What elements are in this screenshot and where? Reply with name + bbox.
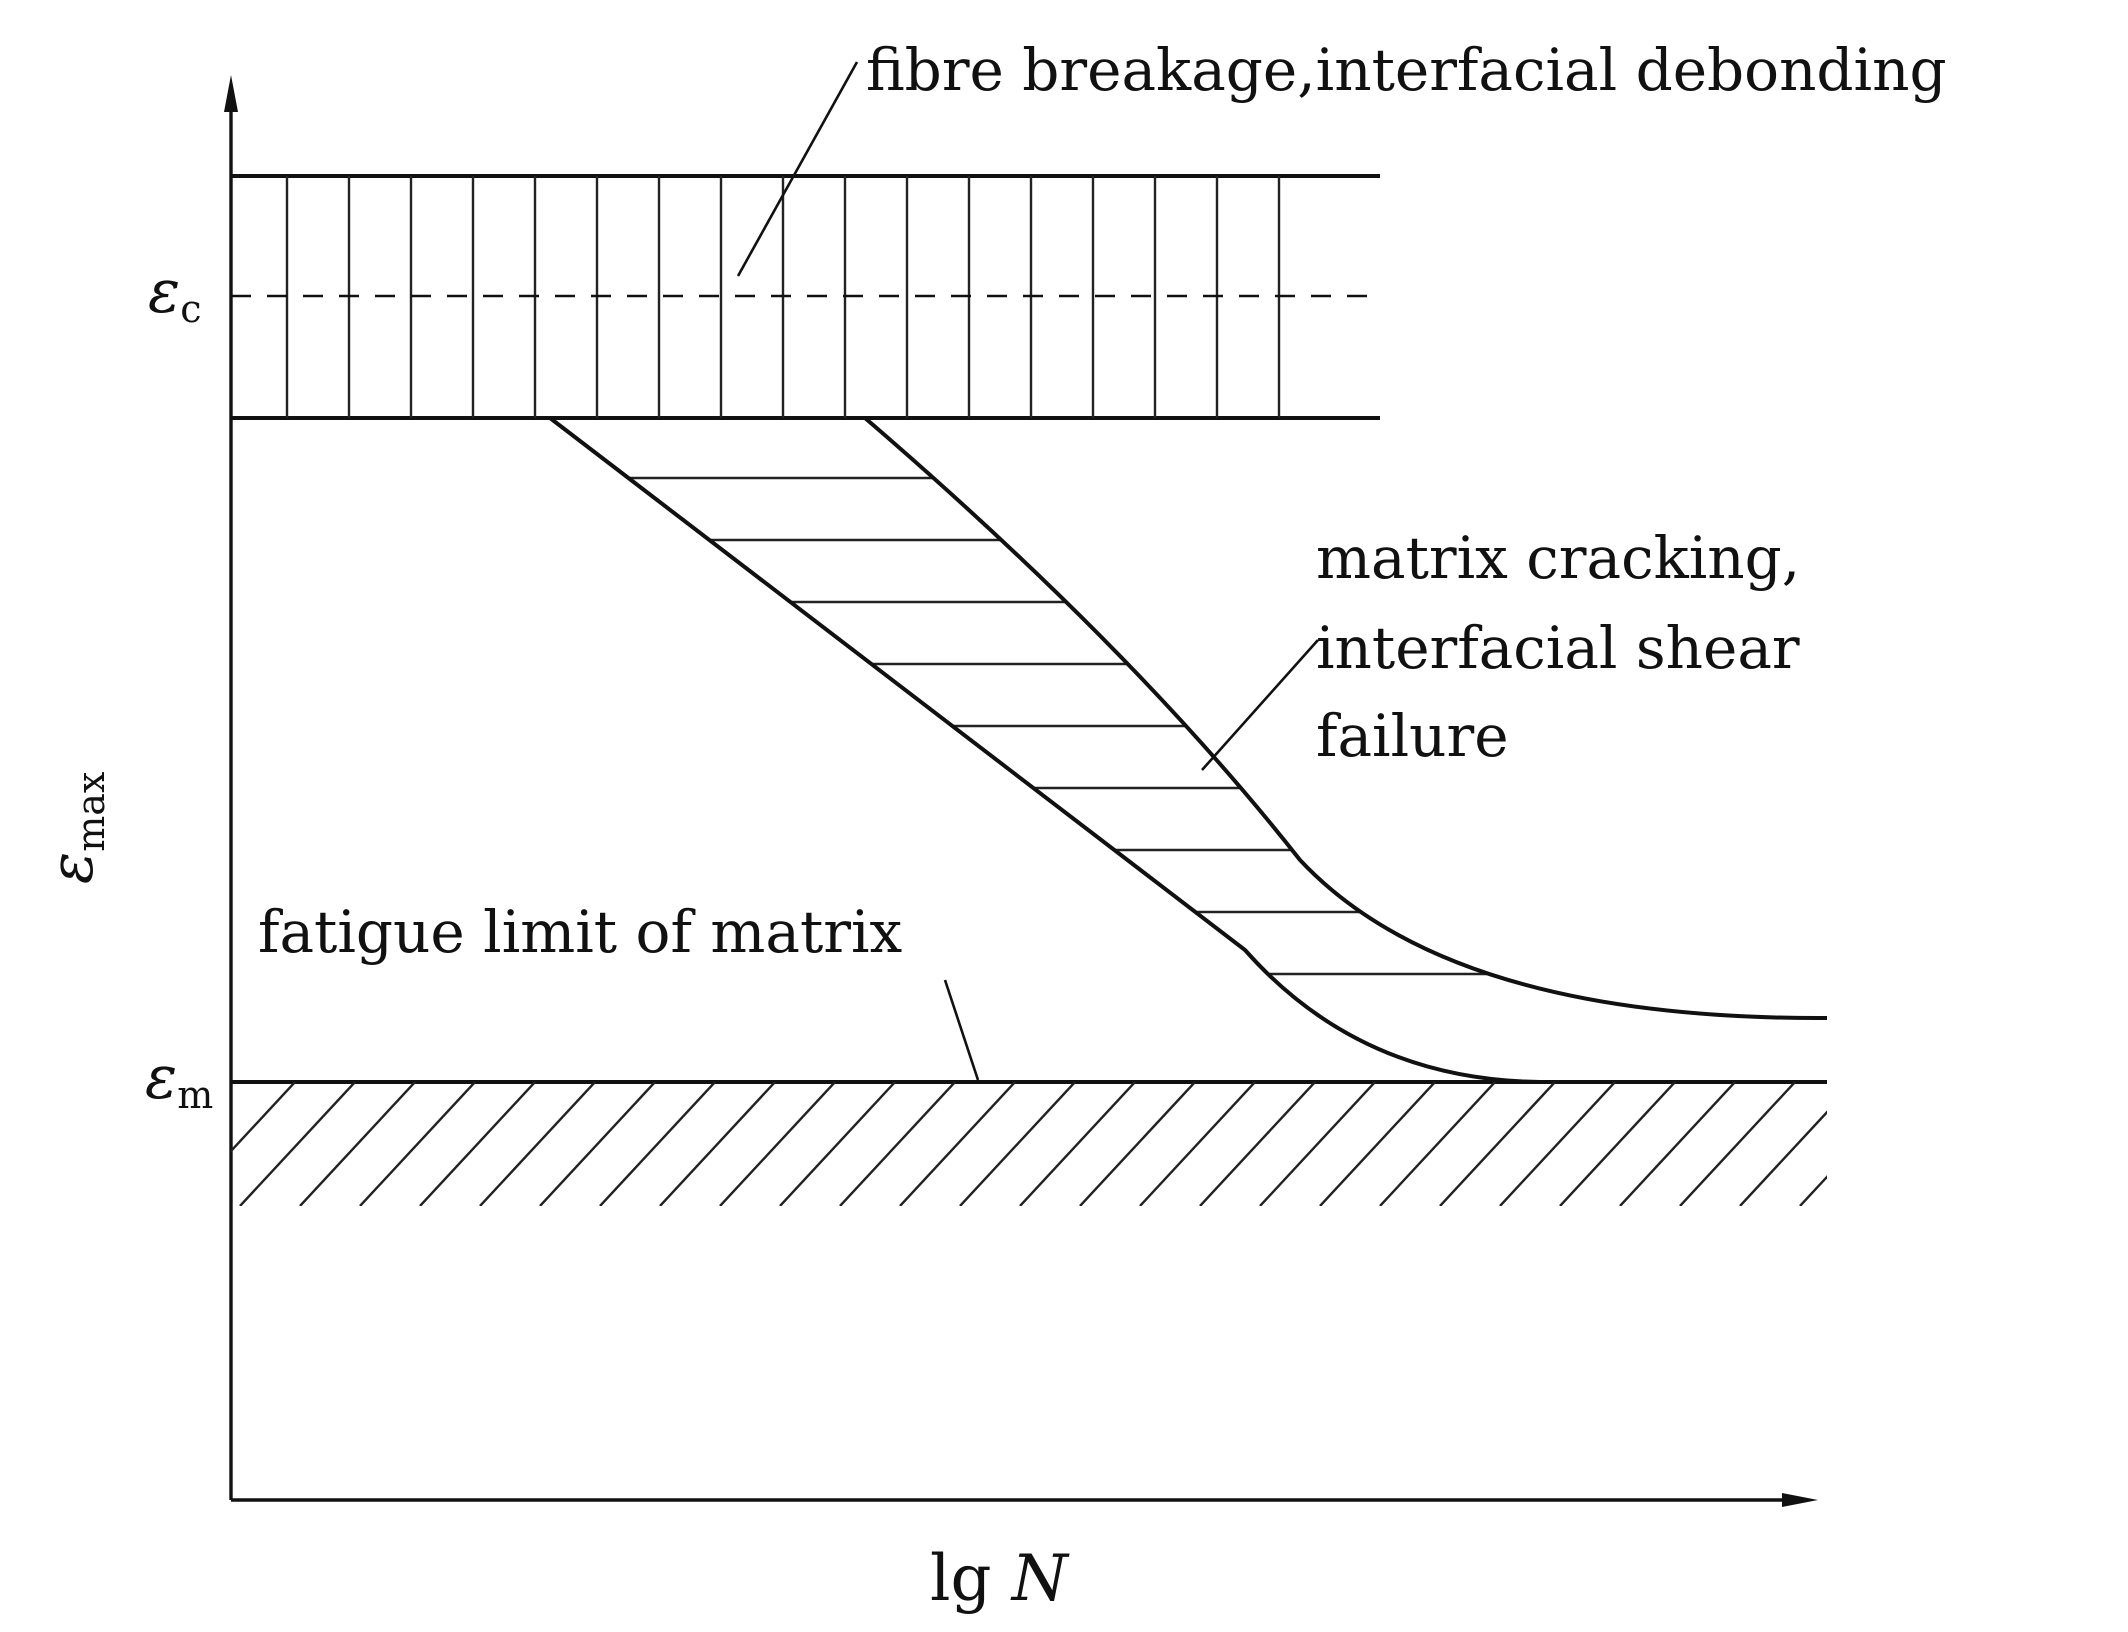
fatigue-limit-label: fatigue limit of matrix — [258, 898, 902, 966]
diagonal-hatch-line — [1019, 1082, 1136, 1206]
matrix-cracking-label-line2: interfacial shear — [1316, 614, 1800, 682]
diagonal-hatch-line — [1079, 1082, 1196, 1206]
matrix-cracking-label-line1: matrix cracking, — [1316, 524, 1800, 592]
matrix-leader — [1201, 639, 1319, 771]
axes — [224, 75, 1818, 1507]
fibre-leader — [736, 61, 859, 277]
matrix-band-upper-boundary — [863, 416, 1828, 1021]
diagonal-hatch-line — [419, 1082, 536, 1206]
diagonal-hatch-line — [839, 1082, 956, 1206]
diagonal-hatch-line — [1619, 1082, 1736, 1206]
diagonal-hatch-line — [1739, 1082, 1827, 1206]
matrix-cracking-band — [548, 416, 1828, 1084]
diagonal-hatch-line — [539, 1082, 656, 1206]
diagonal-hatch-line — [1860, 1082, 1975, 1206]
diagonal-hatch-line — [719, 1082, 836, 1206]
diagonal-hatch-line — [1319, 1082, 1436, 1206]
diagonal-hatch-line — [1499, 1082, 1616, 1206]
diagonal-hatch-line — [239, 1082, 356, 1206]
ec-level-label: εc — [148, 257, 202, 331]
y-axis-arrowhead — [224, 75, 238, 112]
diagonal-hatch-line — [599, 1082, 716, 1206]
diagonal-hatch-line — [1199, 1082, 1316, 1206]
diagonal-hatch-line — [779, 1082, 896, 1206]
diagonal-hatch-line — [959, 1082, 1076, 1206]
diagonal-hatch-line — [659, 1082, 776, 1206]
em-level-label: εm — [145, 1043, 213, 1117]
diagonal-hatch-line — [1679, 1082, 1796, 1206]
fibre-breakage-label: fibre breakage,interfacial debonding — [866, 36, 1947, 104]
diagonal-hatch-line — [1439, 1082, 1556, 1206]
diagonal-hatch-line — [479, 1082, 596, 1206]
diagonal-hatch-line — [1799, 1082, 1827, 1206]
diagonal-hatch-line — [1139, 1082, 1256, 1206]
matrix-band-lower-boundary — [548, 416, 1541, 1084]
fibre-breakage-band — [231, 174, 1380, 420]
matrix-cracking-label-line3: failure — [1316, 702, 1509, 770]
y-axis-label: εmax — [37, 772, 113, 884]
diagonal-hatch-line — [1559, 1082, 1676, 1206]
diagonal-hatch-line — [231, 1082, 296, 1206]
fatigue-limit-band — [231, 1080, 1975, 1206]
diagonal-hatch-line — [899, 1082, 1016, 1206]
x-axis-label: lg N — [930, 1542, 1070, 1616]
diagonal-hatch-line — [1379, 1082, 1496, 1206]
diagonal-hatch-line — [359, 1082, 476, 1206]
leader-lines — [736, 61, 1319, 1081]
diagonal-hatch-line — [1259, 1082, 1376, 1206]
diagonal-hatch-line — [299, 1082, 416, 1206]
fatigue-leader — [943, 979, 980, 1081]
x-axis-arrowhead — [1782, 1493, 1818, 1507]
diagonal-hatching — [231, 1082, 1975, 1206]
